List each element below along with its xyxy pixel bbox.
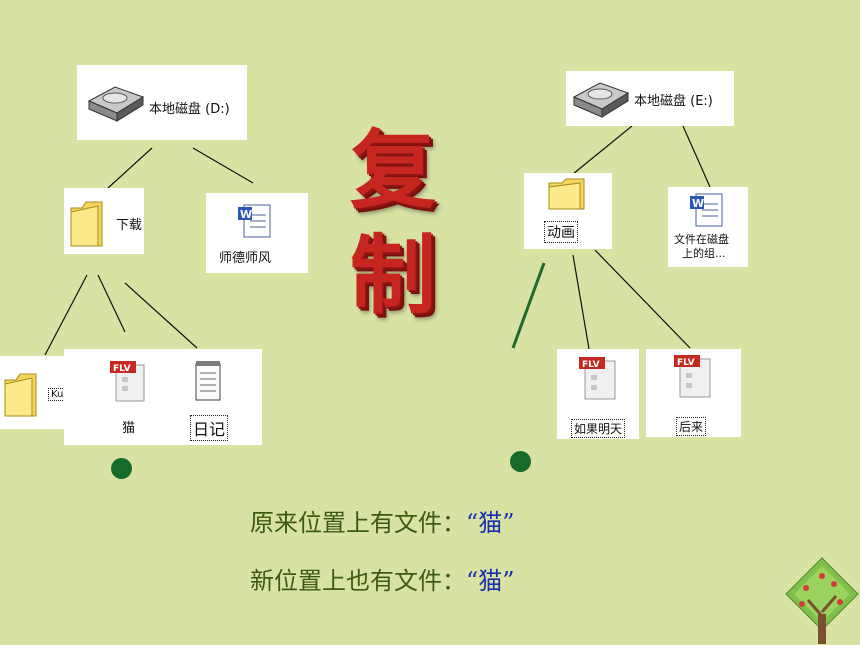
- doc-shidefeng-label: 师德师风: [219, 251, 272, 266]
- svg-text:FLV: FLV: [582, 360, 600, 370]
- animation-folder-label: 动画: [544, 221, 578, 243]
- hard-drive-icon: [572, 82, 630, 118]
- caption-new-file: “猫”: [466, 567, 515, 595]
- download-folder-label: 下载: [116, 218, 143, 233]
- svg-text:FLV: FLV: [677, 358, 695, 368]
- doc-disk-group-node[interactable]: W 文件在磁盘 上的组...: [668, 187, 748, 267]
- notes-diary-label: 日记: [190, 415, 229, 441]
- caption-original-prefix: 原来位置上有文件：: [250, 509, 466, 537]
- folder-icon: [70, 201, 103, 247]
- title-char-zhi: 制: [350, 225, 436, 326]
- bullet-dot-right: [510, 451, 531, 472]
- flv-video-icon: FLV: [110, 361, 145, 402]
- animation-folder-node[interactable]: 动画: [524, 173, 612, 249]
- word-document-icon: W: [690, 193, 723, 227]
- folder-icon: [548, 178, 585, 210]
- title-char-fu: 复: [350, 120, 436, 221]
- doc-shidefeng-node[interactable]: W 师德师风: [206, 193, 308, 273]
- flv-houlai-node[interactable]: FLV 后来: [646, 349, 741, 437]
- drive-e-node[interactable]: 本地磁盘 (E:): [566, 71, 734, 126]
- flv-cat-label: 猫: [122, 421, 136, 436]
- drive-d-label: 本地磁盘 (D:): [149, 102, 230, 117]
- decorative-tree-icon: [785, 557, 859, 644]
- svg-text:FLV: FLV: [113, 364, 131, 374]
- caption-new-prefix: 新位置上也有文件：: [250, 567, 466, 595]
- download-folder-node[interactable]: 下载: [64, 188, 144, 254]
- bullet-dot-left: [111, 458, 132, 479]
- flv-video-icon: FLV: [674, 355, 711, 398]
- doc-disk-group-label-2: 上的组...: [682, 247, 726, 260]
- flv-cat-node[interactable]: FLV 猫: [64, 349, 166, 445]
- folder-icon: [4, 373, 37, 417]
- hard-drive-icon: [87, 86, 145, 122]
- caption-original-file: “猫”: [466, 509, 515, 537]
- notepad-icon: [195, 361, 221, 401]
- flv-video-icon: FLV: [579, 357, 616, 400]
- drive-d-node[interactable]: 本地磁盘 (D:): [77, 65, 247, 140]
- flv-ruguomingtian-label: 如果明天: [571, 419, 626, 438]
- notes-diary-node[interactable]: 日记: [166, 349, 262, 445]
- drive-e-label: 本地磁盘 (E:): [634, 94, 713, 109]
- doc-disk-group-label-1: 文件在磁盘: [674, 233, 729, 246]
- flv-houlai-label: 后来: [676, 417, 707, 436]
- svg-text:W: W: [240, 208, 252, 221]
- svg-text:W: W: [692, 197, 704, 210]
- caption-original-location: 原来位置上有文件：“猫”: [250, 503, 515, 538]
- flv-ruguomingtian-node[interactable]: FLV 如果明天: [557, 349, 639, 439]
- caption-new-location: 新位置上也有文件：“猫”: [250, 561, 515, 596]
- word-document-icon: W: [238, 204, 271, 238]
